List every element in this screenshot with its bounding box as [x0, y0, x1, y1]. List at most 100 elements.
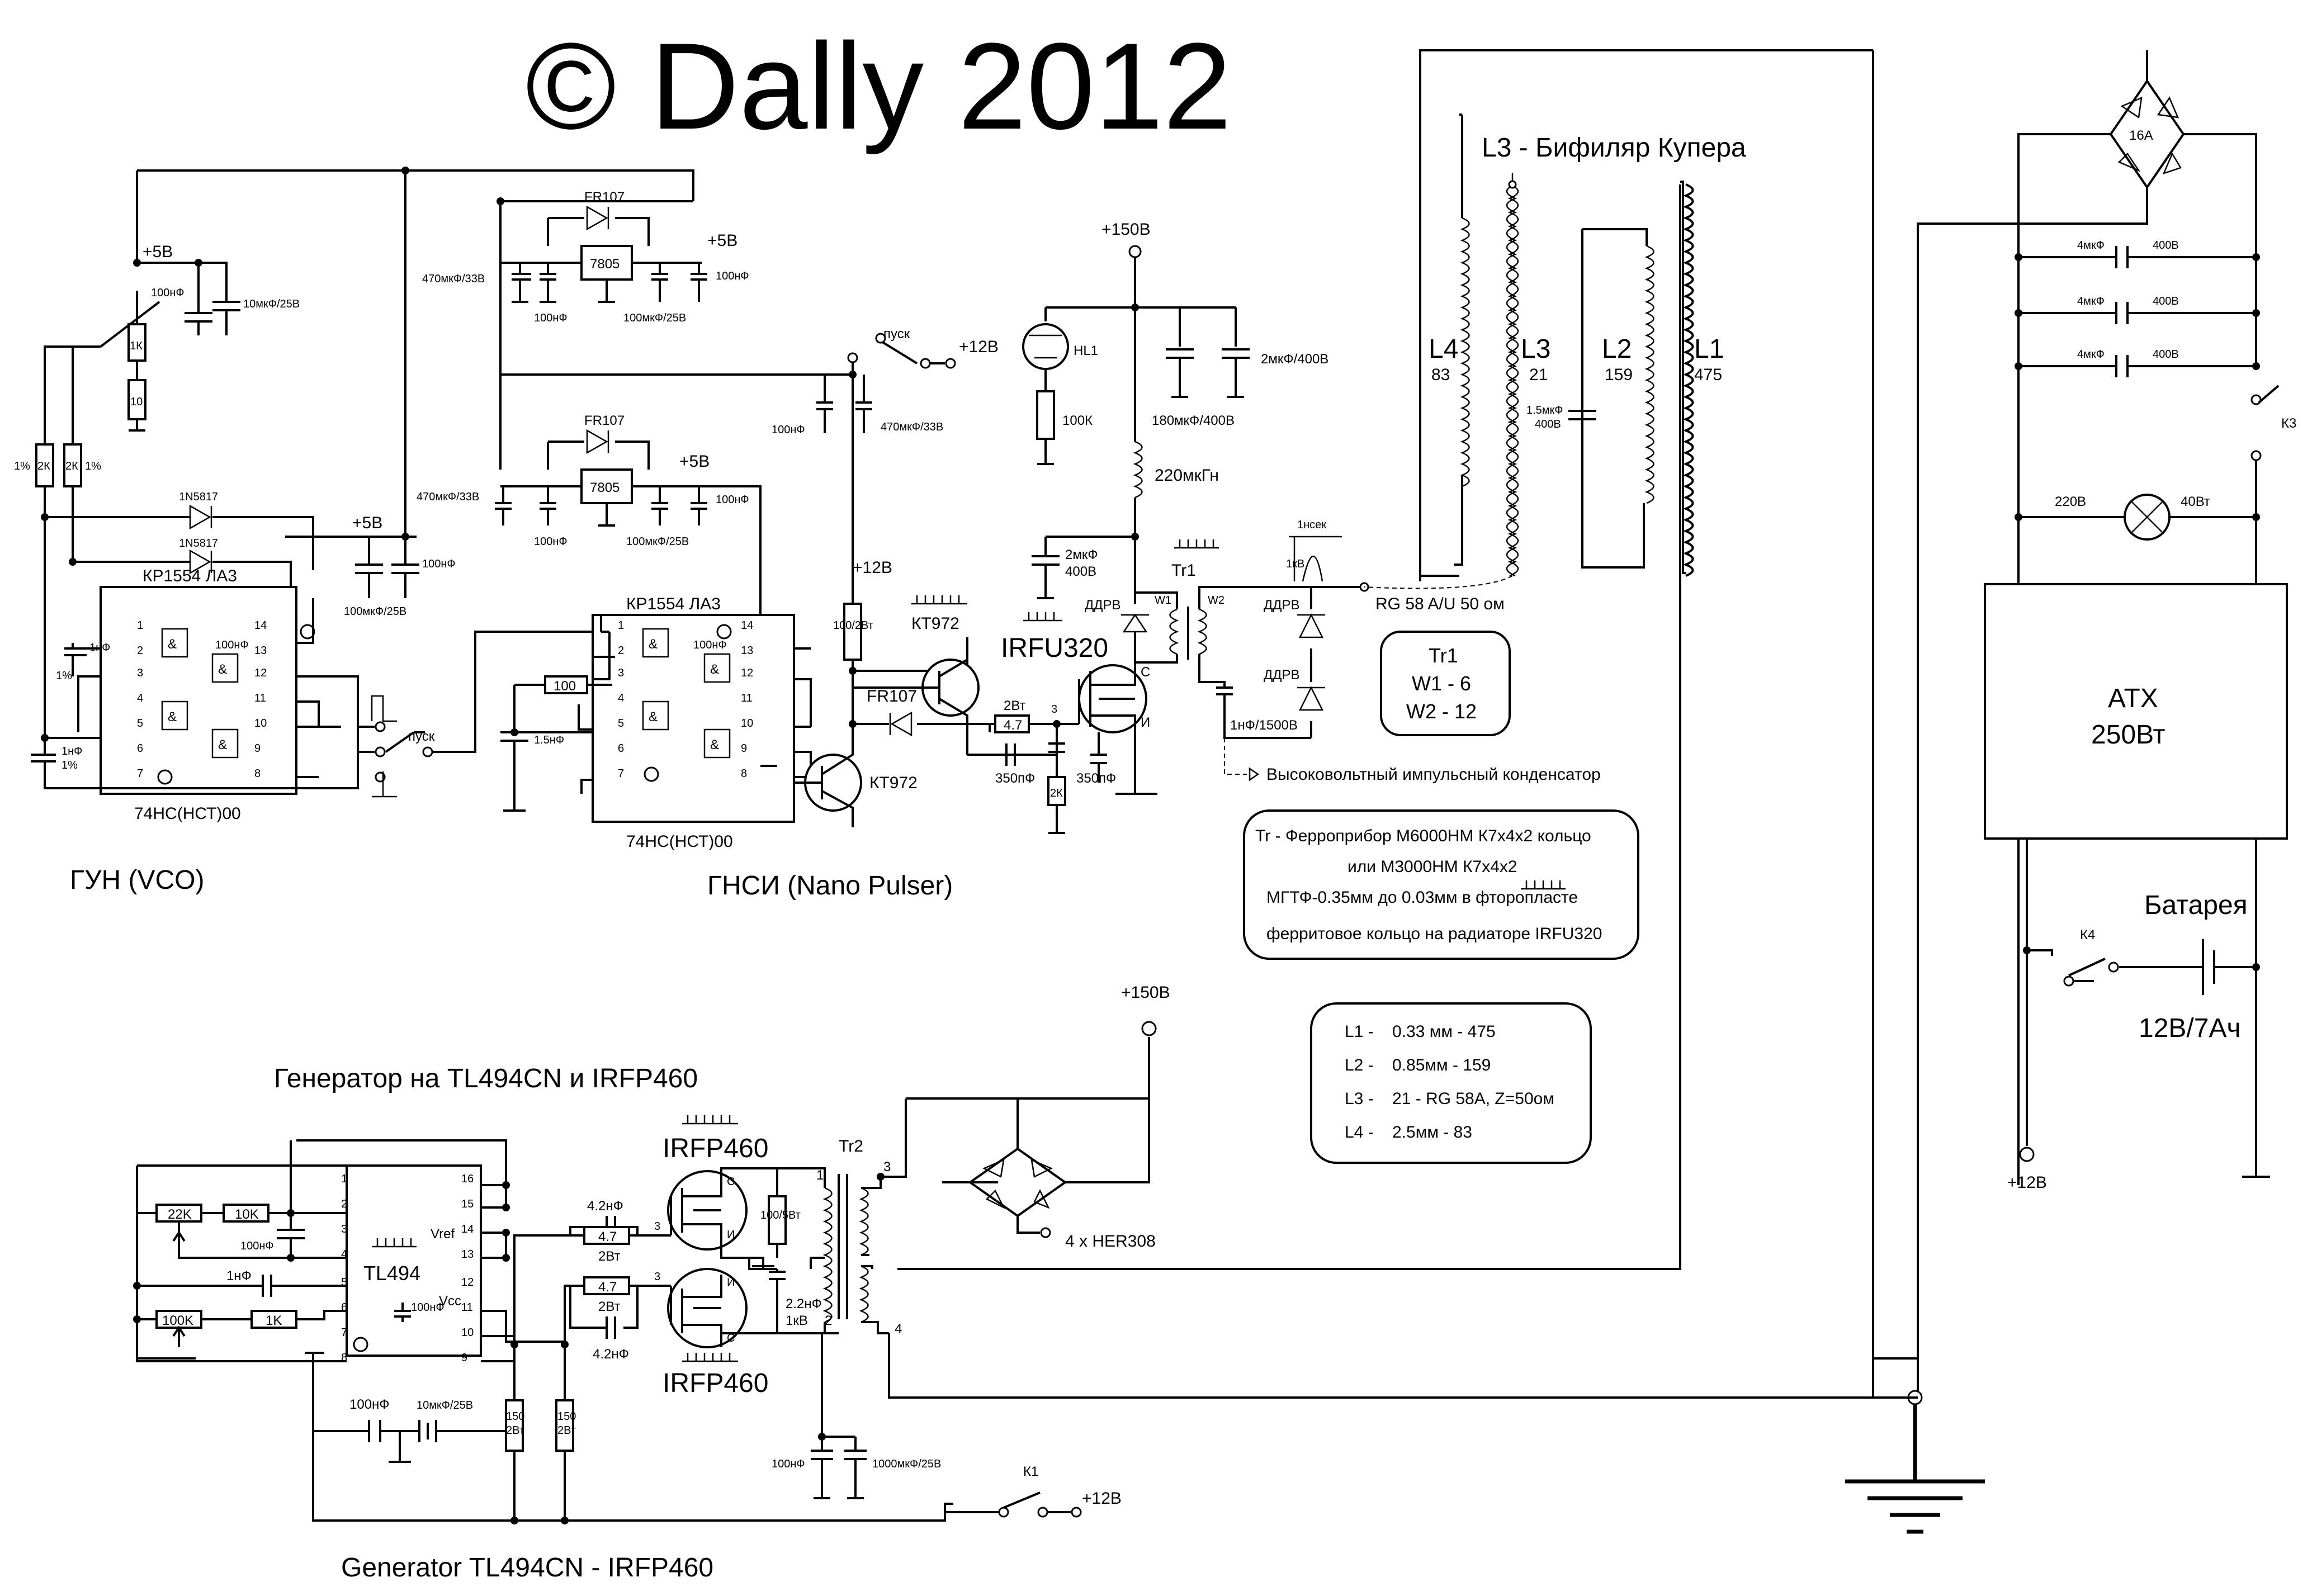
svg-text:2: 2: [137, 645, 143, 657]
power-k4: К4: [2080, 927, 2095, 943]
pulser-c350a: 350пФ: [995, 771, 1035, 786]
hv-w2: W2: [1208, 594, 1224, 607]
power-lamp-w: 40Вт: [2181, 494, 2210, 509]
gen-r10k: 10K: [235, 1207, 259, 1222]
svg-text:5: 5: [137, 717, 143, 730]
svg-text:9: 9: [254, 742, 261, 755]
gen-150v: +150В: [1121, 983, 1170, 1002]
svg-text:100нФ: 100нФ: [772, 424, 805, 436]
coil-l1-key: L1 -: [1345, 1022, 1374, 1041]
reg-470a: 470мкФ/33В: [422, 273, 485, 285]
coil-cap-v: 400В: [1535, 418, 1561, 430]
svg-text:400В: 400В: [2153, 239, 2179, 252]
coil-l2-key: L2 -: [1345, 1056, 1374, 1074]
svg-text:9: 9: [461, 1352, 467, 1364]
coil-l3-key: L3 -: [1345, 1090, 1374, 1108]
gen-section-en: Generator TL494CN - IRFP460: [341, 1553, 713, 1583]
coil-l1-n: 475: [1694, 366, 1722, 384]
coil-l4: L4: [1429, 334, 1458, 364]
svg-text:11: 11: [254, 692, 266, 704]
svg-text:9: 9: [741, 742, 747, 755]
reg-5v-a: +5В: [707, 231, 737, 250]
gen-t2: 2: [825, 1313, 832, 1328]
pulser-r100-2: 100/2Вт: [833, 619, 873, 632]
svg-text:12: 12: [741, 667, 753, 679]
vco-c1n-a: 1нФ: [89, 642, 110, 654]
hv-pulse-t: 1нсек: [1297, 519, 1326, 531]
vco-ic-bot: 74НС(НСТ)00: [134, 804, 241, 823]
gen-c100n-c: 100нФ: [349, 1397, 390, 1412]
hv-hl1: HL1: [1074, 343, 1098, 358]
coil-l2-val: 0.85мм - 159: [1392, 1056, 1491, 1074]
hv-hv-cap: Высоковольтный импульсный конденсатор: [1266, 765, 1601, 784]
power-atx-w: 250Вт: [2091, 720, 2166, 750]
reg-7805-b: 7805: [590, 480, 620, 495]
svg-text:&: &: [710, 737, 719, 752]
svg-text:3: 3: [137, 667, 143, 679]
svg-text:10: 10: [461, 1327, 474, 1339]
svg-text:14: 14: [461, 1223, 474, 1235]
notes-box: Tr - Ферроприбор М6000НМ К7х4х2 кольцо и…: [1243, 809, 1639, 960]
pulser-d: FR107: [867, 687, 917, 705]
gen-c10u: 10мкФ/25В: [417, 1399, 473, 1412]
svg-text:12: 12: [461, 1276, 474, 1289]
gen-t3: 3: [883, 1159, 891, 1174]
svg-text:4мкФ: 4мкФ: [2077, 295, 2105, 307]
pulser-c15: 1.5нФ: [534, 734, 564, 746]
tr1-w1: W1 - 6: [1412, 672, 1471, 695]
svg-text:1: 1: [137, 619, 143, 632]
power-k3: К3: [2281, 416, 2296, 431]
pulser-ic-top: КР1554 ЛА3: [626, 595, 721, 613]
hv-c1n: 1нФ/1500В: [1230, 718, 1298, 733]
svg-text:3: 3: [618, 667, 624, 679]
nano-section: ГНСИ (Nano Pulser): [707, 871, 953, 901]
vco-c100n: 100нФ: [151, 287, 185, 299]
svg-text:&: &: [168, 709, 177, 724]
gen-q2: IRFP460: [663, 1368, 768, 1398]
vco-pct-b: 1%: [85, 460, 101, 472]
gen-r100-5: 100/5Вт: [760, 1209, 801, 1221]
vco-pct-a: 1%: [14, 460, 30, 472]
hv-section: +150В 2мкФ/400В 180мкФ/400В HL1 100К 220…: [1022, 220, 1601, 784]
gen-vcc: Vcc: [439, 1294, 461, 1309]
gen-w2a: 2Вт: [598, 1249, 621, 1264]
pulser-r47: 4.7: [1004, 718, 1022, 733]
svg-text:&: &: [168, 637, 177, 652]
svg-text:С: С: [727, 1176, 735, 1188]
gen-c22v: 1кВ: [786, 1313, 808, 1328]
vco-d2: 1N5817: [179, 537, 218, 550]
svg-text:8: 8: [341, 1352, 347, 1364]
regulators: FR107 7805 470мкФ/33В 100нФ 100мкФ/25В 1…: [417, 190, 762, 766]
pulser-mosfet: IRFU320: [1001, 633, 1108, 663]
vco-pot: 1К: [130, 340, 143, 352]
svg-text:4: 4: [618, 692, 624, 704]
hv-150v: +150В: [1101, 220, 1151, 239]
svg-text:И: И: [727, 1229, 735, 1241]
hv-r100k: 100К: [1062, 413, 1093, 428]
power-battery-spec: 12В/7Ач: [2139, 1014, 2240, 1043]
notes-line1: Tr - Ферроприбор М6000НМ К7х4х2 кольцо: [1255, 827, 1591, 845]
pulser-start: пуск: [883, 326, 910, 342]
svg-text:6: 6: [137, 742, 143, 755]
svg-text:13: 13: [741, 645, 753, 657]
pulser-i: И: [1141, 715, 1150, 730]
pulser-q1: КТ972: [911, 614, 959, 633]
reg-fr2: FR107: [584, 413, 625, 428]
vco-c100u: 100мкФ/25В: [344, 605, 406, 618]
hv-pulse-v: 1кВ: [1286, 558, 1304, 570]
svg-text:8: 8: [254, 768, 261, 780]
vco-c100n-b: 100нФ: [422, 558, 456, 570]
page-title: © Dally 2012: [526, 17, 1232, 155]
svg-text:11: 11: [741, 692, 753, 704]
svg-text:14: 14: [741, 619, 753, 632]
vco-start: пуск: [408, 729, 435, 744]
svg-text:100мкФ/25В: 100мкФ/25В: [623, 312, 686, 324]
svg-text:&: &: [649, 709, 658, 724]
reg-5v-b: +5В: [679, 452, 710, 471]
svg-text:И: И: [727, 1276, 735, 1289]
power-lamp-v: 220В: [2055, 494, 2086, 509]
hv-ddrv2: ДДРВ: [1264, 598, 1300, 613]
svg-text:4: 4: [137, 692, 143, 704]
gen-tr2: Tr2: [839, 1137, 863, 1155]
